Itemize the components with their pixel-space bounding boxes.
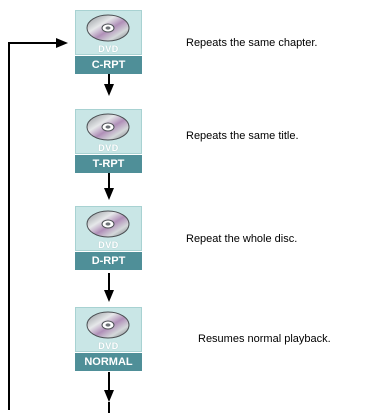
mode-label-c-rpt: C-RPT — [75, 56, 142, 74]
step-normal: DVD NORMAL — [75, 307, 142, 374]
description-t-rpt: Repeats the same title. — [186, 130, 299, 142]
dvd-icon-box — [75, 10, 142, 55]
dvd-label: DVD — [98, 240, 119, 250]
description-normal: Resumes normal playback. — [198, 333, 331, 345]
step-d-rpt: DVD D-RPT — [75, 206, 142, 273]
step-t-rpt: DVD T-RPT — [75, 109, 142, 176]
mode-label-d-rpt: D-RPT — [75, 252, 142, 270]
dvd-label: DVD — [98, 143, 119, 153]
down-arrow-3 — [104, 273, 114, 302]
dvd-disc-icon — [86, 113, 130, 141]
step-c-rpt: DVD C-RPT — [75, 10, 142, 77]
dvd-disc-icon — [86, 311, 130, 339]
loop-back-arrowhead — [56, 38, 68, 48]
dvd-disc-icon — [86, 14, 130, 42]
down-arrow-4 — [104, 372, 114, 413]
dvd-disc-icon — [86, 210, 130, 238]
description-d-rpt: Repeat the whole disc. — [186, 233, 298, 245]
mode-label-normal: NORMAL — [75, 353, 142, 371]
loop-back-line — [8, 42, 64, 410]
down-arrow-2 — [104, 172, 114, 200]
description-c-rpt: Repeats the same chapter. — [186, 37, 318, 49]
dvd-label: DVD — [98, 44, 119, 54]
mode-label-t-rpt: T-RPT — [75, 155, 142, 173]
dvd-label: DVD — [98, 341, 119, 351]
